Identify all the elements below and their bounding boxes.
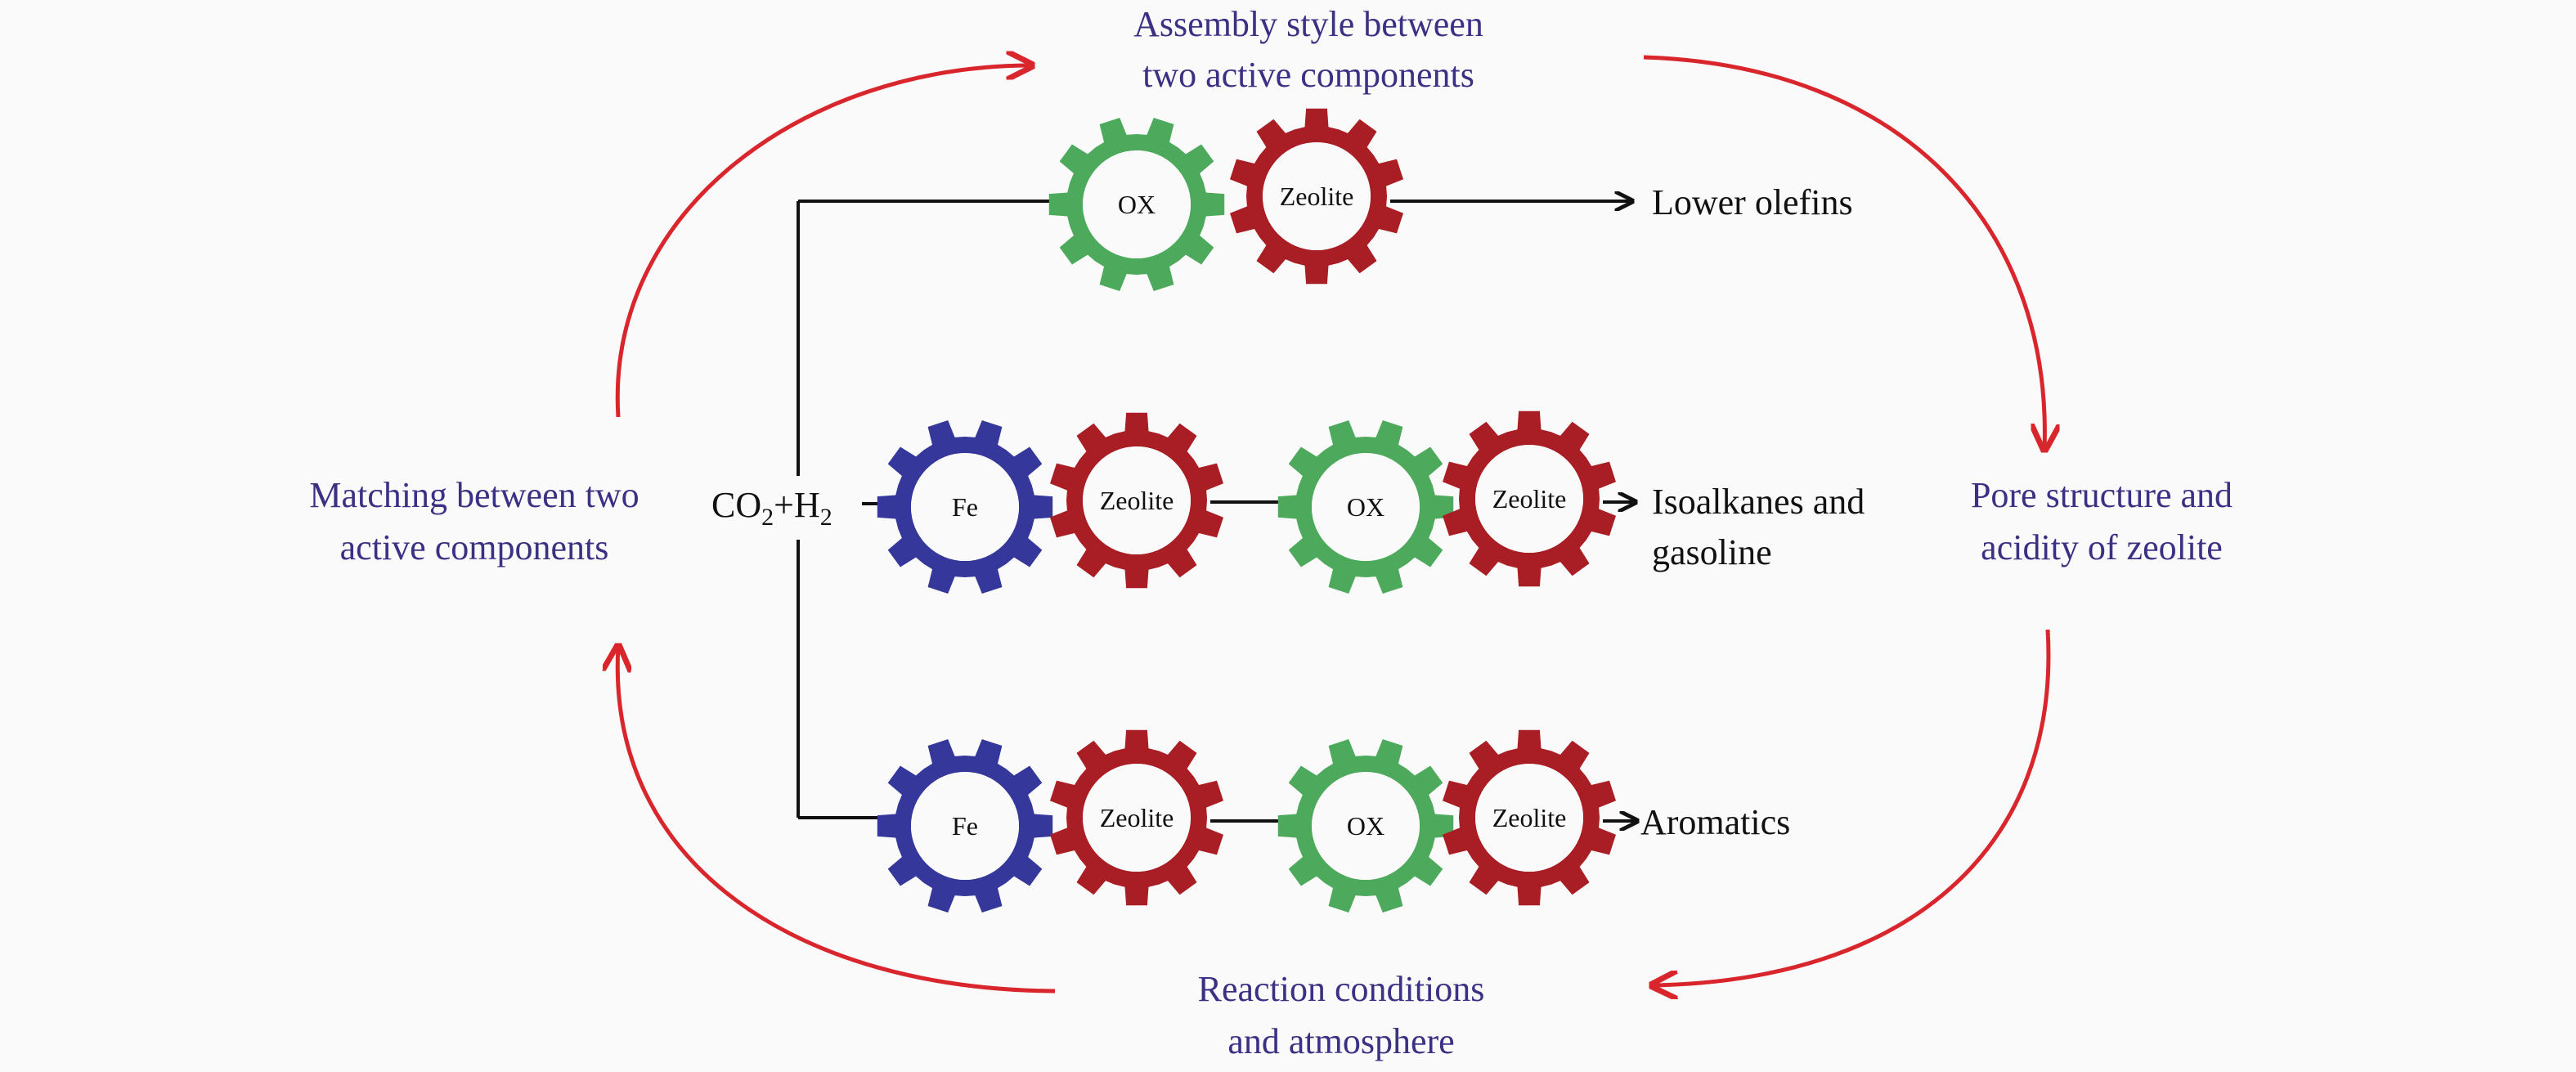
gear-label: OX	[1347, 811, 1384, 841]
factor-top-line1: Assembly style between	[1133, 4, 1483, 44]
gear-icon	[1050, 729, 1223, 906]
cycle-arrow-left-bottom	[617, 646, 1056, 994]
gear-label: Zeolite	[1492, 484, 1567, 514]
gear-icon	[1277, 739, 1454, 913]
cycle-arrows	[617, 57, 2049, 991]
gear-zeolite-row2: Zeolite	[1050, 412, 1223, 589]
gear-icon	[1230, 108, 1403, 285]
product-lower-olefins: Lower olefins	[1652, 182, 1853, 222]
gear-hub	[1475, 445, 1583, 553]
gear-label: OX	[1118, 190, 1156, 219]
gear-label: Fe	[952, 492, 978, 522]
gear-icon	[1050, 412, 1223, 589]
gear-label: Zeolite	[1492, 803, 1567, 832]
gear-ox-row1: OX	[1048, 118, 1225, 291]
cycle-arrow-left-top	[615, 65, 1032, 418]
gear-hub	[1475, 764, 1583, 872]
gear-label: OX	[1347, 492, 1384, 522]
gear-zeolite-row3: Zeolite	[1443, 729, 1616, 906]
gear-ox-row2: OX	[1277, 420, 1454, 594]
gear-hub	[1312, 772, 1420, 880]
product-aromatics: Aromatics	[1640, 802, 1790, 842]
gear-label: Fe	[952, 811, 978, 841]
gear-hub	[1083, 446, 1191, 554]
flow-lines	[797, 201, 1637, 821]
feed-label: CO2+H2	[711, 485, 832, 531]
gear-hub	[1083, 764, 1191, 872]
gear-zeolite-row1: Zeolite	[1230, 108, 1403, 285]
gear-label: Zeolite	[1100, 486, 1174, 515]
gear-zeolite-row3: Zeolite	[1050, 729, 1223, 906]
gear-hub	[911, 772, 1019, 880]
gear-icon	[1443, 729, 1616, 906]
product-isoalkanes-line2: gasoline	[1652, 532, 1772, 572]
gear-hub	[1263, 142, 1371, 250]
gear-fe-row2: Fe	[877, 420, 1053, 594]
gear-icon	[1048, 118, 1225, 291]
gear-icon	[877, 420, 1053, 594]
gear-icon	[877, 739, 1053, 913]
factor-right-line1: Pore structure and	[1971, 475, 2233, 515]
gear-zeolite-row2: Zeolite	[1443, 410, 1616, 587]
factor-left-line2: active components	[340, 527, 609, 567]
gear-label: Zeolite	[1100, 803, 1174, 832]
factor-top-line2: two active components	[1142, 55, 1474, 95]
gear-ox-row3: OX	[1277, 739, 1454, 913]
factor-right-line2: acidity of zeolite	[1981, 527, 2223, 567]
gear-label: Zeolite	[1280, 182, 1354, 211]
factor-bottom-line2: and atmosphere	[1227, 1021, 1454, 1061]
gear-icon	[1277, 420, 1454, 594]
gear-hub	[911, 453, 1019, 561]
gear-icon	[1443, 410, 1616, 587]
cycle-arrow-right-top	[1643, 55, 2044, 450]
gear-hub	[1083, 150, 1191, 258]
factor-bottom-line1: Reaction conditions	[1198, 969, 1485, 1009]
gear-fe-row3: Fe	[877, 739, 1053, 913]
gear-hub	[1312, 453, 1420, 561]
cycle-arrow-right-bottom	[1652, 629, 2051, 985]
factor-left-line1: Matching between two	[309, 475, 639, 515]
product-isoalkanes-line1: Isoalkanes and	[1652, 482, 1865, 522]
